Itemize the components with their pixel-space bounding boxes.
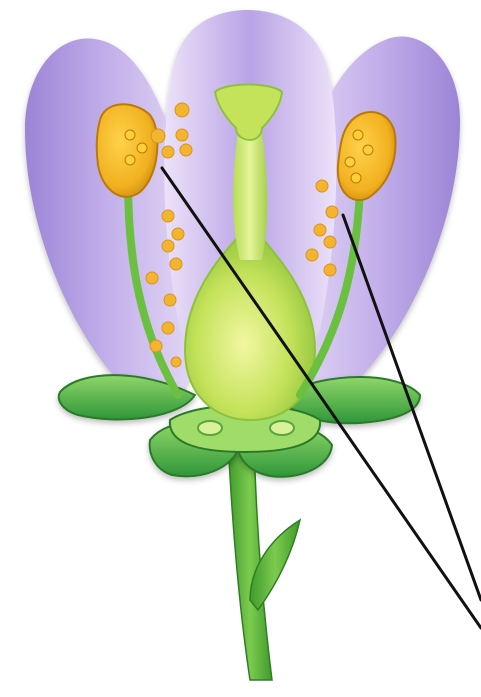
pollen-grain [151,129,165,143]
pollen-grain [125,130,135,140]
pollen-grain [314,224,326,236]
pollen-grain [180,144,192,156]
pollen-grain [175,103,189,117]
pollen-grain [146,272,158,284]
pollen-grain [162,240,174,252]
pollen-grain [353,130,363,140]
pollen-grain [162,210,174,222]
pollen-grain [316,180,328,192]
pollen-grain [164,294,176,306]
pollen-grain [172,228,184,240]
pollen-grain [162,146,174,158]
pollen-grain [345,157,355,167]
pollen-grain [324,264,336,276]
pollen-grain [150,340,162,352]
pollen-grain [363,145,373,155]
pollen-grain [306,249,318,261]
pollen-grain [171,357,181,367]
ovule-left [198,421,222,435]
pollen-grain [162,322,174,334]
pollen-grain [176,129,188,141]
ovule-right [270,421,294,435]
anther-left [97,104,158,196]
pollen-grain [137,143,147,153]
pollen-grain [125,155,135,165]
style [233,130,267,260]
pollen-grain [324,236,336,248]
pollen-grain [326,206,338,218]
pollen-grain [351,173,361,183]
pollen-grain [170,258,182,270]
